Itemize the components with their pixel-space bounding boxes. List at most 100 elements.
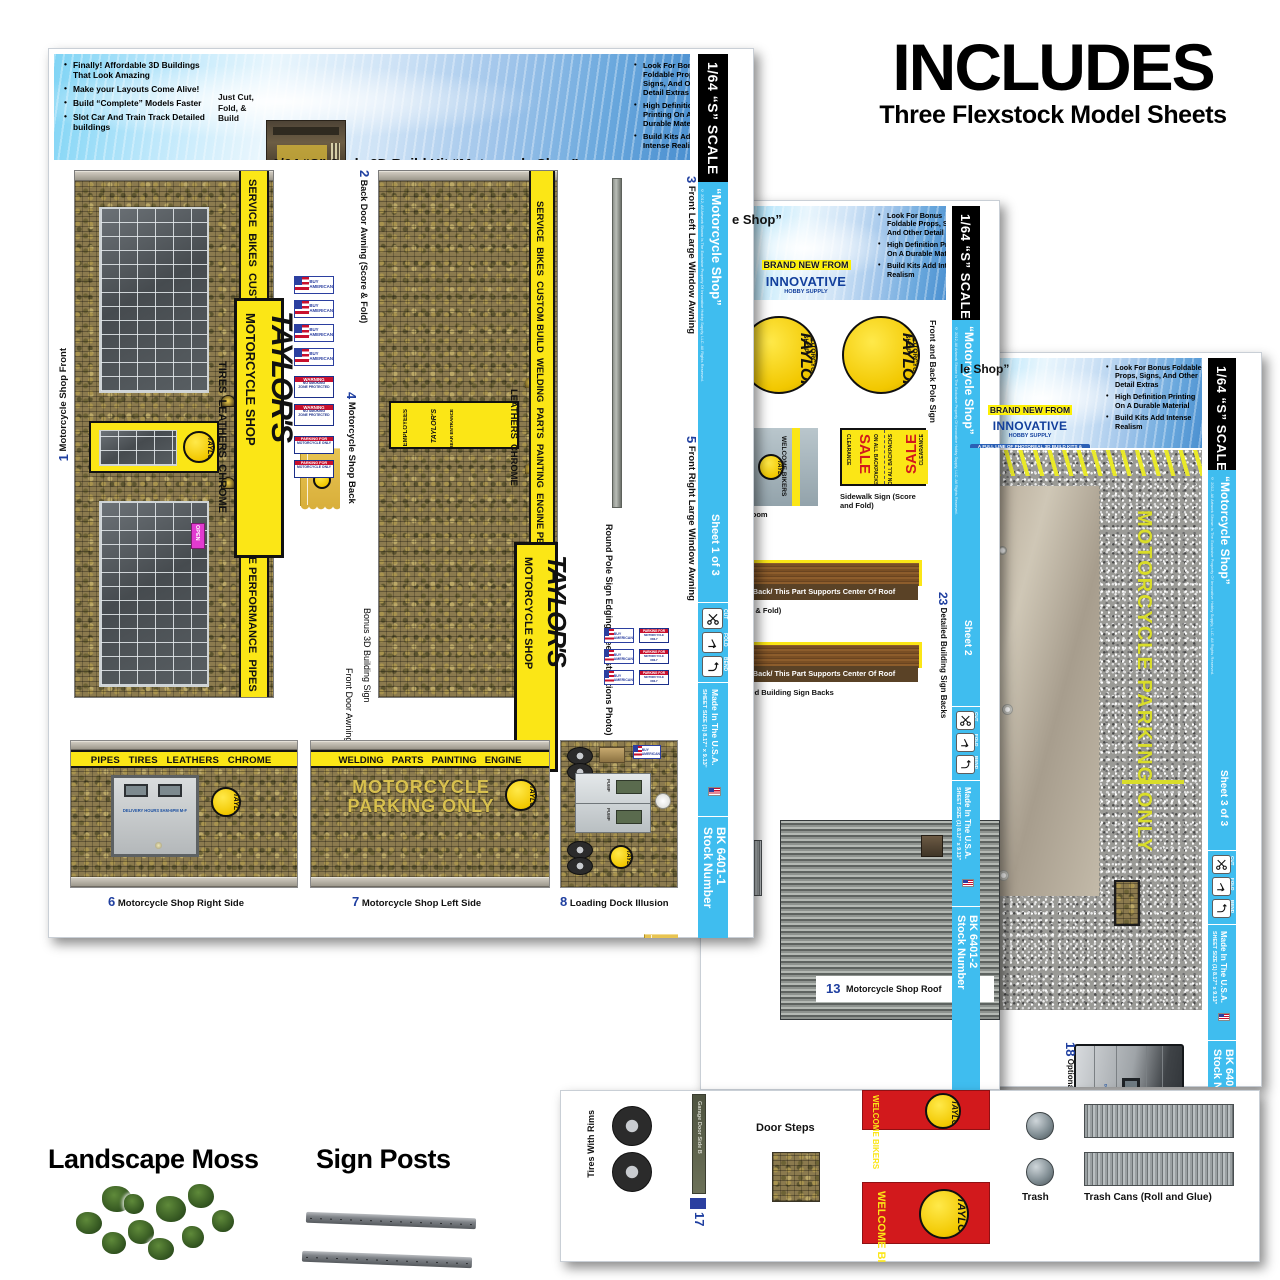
employees-arrow-text: EMPLOYEES xyxy=(403,409,409,447)
part-17-number: 17 xyxy=(692,1212,707,1227)
trash-cans-label: Trash Cans (Roll and Glue) xyxy=(1084,1192,1212,1203)
sheet-3-bullets: Look For Bonus Foldable Props, Signs, An… xyxy=(1106,363,1202,435)
part-4-label: 4 Motorcycle Shop Back xyxy=(344,392,359,504)
rear-entrance-door: EMPLOYEES TAYLOR'S REAR ENTRANCE xyxy=(389,401,519,449)
us-flag-icon-2 xyxy=(962,879,974,887)
sign-post-1 xyxy=(305,1211,477,1230)
sign-back-caption-2: Back/ This Part Supports Center Of Roof xyxy=(730,666,918,682)
hobby-supply-2: HOBBY SUPPLY xyxy=(784,289,828,295)
part-6-badge: TAYLOR'S xyxy=(211,787,241,817)
parking-paint-text: MOTORCYCLE PARKING ONLY xyxy=(1133,510,1155,854)
cut-fold-bend-1: CUT FOLD BEND xyxy=(698,602,728,682)
buy-american-sticker-7: BUY AMERICAN xyxy=(604,670,634,685)
part-3-label: 3 Front Left Large Window Awning xyxy=(684,176,699,335)
bullet-3-1: High Definition Printing On A Durable Ma… xyxy=(1106,392,1202,410)
product-name-1: “Motorcycle Shop” xyxy=(709,188,724,306)
sheet-info-3: SHEET SIZE (1) 8.17ʺ x 9.13ʺ Made In The… xyxy=(1208,924,1236,1040)
tires-with-rims-label: Tires With Rims xyxy=(586,1110,596,1178)
sign-posts-group: Sign Posts xyxy=(301,1144,486,1269)
sheet-3-rail: © 2012, All Artwork Shown Is The Exclusi… xyxy=(1208,470,1236,1087)
sheet-size-3: SHEET SIZE (1) 8.17ʺ x 9.13ʺ xyxy=(1211,931,1217,1005)
model-sheet-3[interactable]: le Shop” BRAND NEW FROM INNOVATIVE HOBBY… xyxy=(952,352,1262,1087)
parking-sticker-2: PARKING FOR MOTORCYCLE ONLY xyxy=(294,460,334,478)
cut-fold-bend-3: CUT FOLD BEND xyxy=(1208,850,1236,924)
sheet-1-banner: Finally! Affordable 3D Buildings That Lo… xyxy=(54,54,690,160)
sheet-3-brick-patch xyxy=(1114,880,1140,926)
bend-icon xyxy=(1217,903,1227,913)
bullet-1-0: Finally! Affordable 3D Buildings That Lo… xyxy=(64,59,214,80)
bullet-3-2: Build Kits Add Intense Realism xyxy=(1106,413,1202,431)
model-sheet-1[interactable]: Finally! Affordable 3D Buildings That Lo… xyxy=(48,48,754,938)
bullet-3-0: Look For Bonus Foldable Props, Signs, An… xyxy=(1106,363,1202,389)
just-cut-fold-build: Just Cut, Fold, & Build xyxy=(218,92,254,123)
sign-back-caption-1: Back/ This Part Supports Center Of Roof xyxy=(730,584,918,600)
landscape-moss-title: Landscape Moss xyxy=(48,1144,259,1174)
trash-can-piece-2 xyxy=(1084,1152,1234,1186)
welcome-sign-badge: TAYLOR'S xyxy=(919,1189,969,1239)
bullet-1-2: Build “Complete” Models Faster xyxy=(64,97,214,108)
part-2-label: 2 Back Door Awning (Score & Fold) xyxy=(357,170,372,324)
welcome-text: WELCOME BIKERS xyxy=(875,1191,887,1262)
bullet-1-1: Make your Layouts Come Alive! xyxy=(64,83,214,94)
bonus-3d-sign-label: Bonus 3D Building Sign xyxy=(362,608,372,703)
bend-icon xyxy=(707,661,719,671)
sticker-column: BUY AMERICAN BUY AMERICAN BUY AMERICAN B… xyxy=(294,276,336,478)
parking-only-wall-text: MOTORCYCLE PARKING ONLY xyxy=(347,777,495,816)
bullet-1-3: Slot Car And Train Track Detailed buildi… xyxy=(64,111,214,132)
sheet-2-bullets: Look For Bonus Foldable Props, Signs, An… xyxy=(878,211,946,283)
bend-icon xyxy=(961,759,971,769)
includes-title: INCLUDES xyxy=(892,30,1215,104)
sheet-info-1: SHEET SIZE (1) 8.17ʺ x 9.13ʺ Made In The… xyxy=(698,682,728,816)
taylors-sub-text: MOTORCYCLE SHOP xyxy=(243,313,258,446)
sidewalk-sign-group: CLEARANCE SALE ON ALL BACKPACKS ON ALL B… xyxy=(840,428,928,486)
buy-american-sticker-2: BUY AMERICAN xyxy=(294,300,334,318)
sign-post-2 xyxy=(301,1250,473,1269)
scale-tab-1: 1/64 “S” SCALE xyxy=(698,54,728,182)
made-in-usa-1: Made In The U.S.A. xyxy=(710,689,720,766)
parking-stall-line xyxy=(1122,780,1184,784)
front-door-badge: TAYLOR'S xyxy=(183,431,215,463)
bullet-2-0: Look For Bonus Foldable Props, Signs, An… xyxy=(878,211,946,237)
open-sign-icon: OPEN xyxy=(191,523,205,549)
bullet-1r-0: Look For Bonus Foldable Props, Signs, An… xyxy=(634,61,690,98)
parking-sticker-1: PARKING FOR MOTORCYCLE ONLY xyxy=(294,436,334,454)
bullet-2-2: Build Kits Add Intense Realism xyxy=(878,261,946,279)
sheet-label-3: Sheet 3 of 3 xyxy=(1218,770,1229,827)
moss-cluster xyxy=(72,1180,272,1270)
sheet-2-rail: © 2012, All Artwork Shown Is The Exclusi… xyxy=(952,320,980,1090)
bullet-1r-2: Build Kits Add Intense Realism xyxy=(634,132,690,151)
front-back-pole-sign-label: Front and Back Pole Sign xyxy=(928,320,938,423)
cut-fold-bend-2: CUT FOLD BEND xyxy=(952,706,980,780)
front-door-awning-label: Front Door Awning xyxy=(344,668,354,743)
front-entry-door: TAYLOR'S xyxy=(89,421,219,473)
part-4-shop-back: EMPLOYEES TAYLOR'S REAR ENTRANCE SERVICE… xyxy=(378,170,558,698)
taylors-brand-text: TAYLOR'S xyxy=(265,311,298,442)
parking-hatch-stripes xyxy=(982,450,1202,476)
delivery-hours-text: DELIVERY HOURS 8AM-6PM M-F xyxy=(122,808,188,813)
sheet-3-title-fragment: le Shop” xyxy=(960,362,1010,376)
garage-door-window-1 xyxy=(1122,1078,1140,1087)
trash-pile-icon-2 xyxy=(1026,1158,1054,1186)
us-flag-icon-1 xyxy=(708,787,721,796)
parking-sticker-4: PARKING FOR MOTORCYCLE ONLY xyxy=(639,649,669,664)
illusion-room-badge: TAYLOR'S xyxy=(758,454,784,480)
part-3-window-awning xyxy=(644,934,678,938)
model-sheet-extras[interactable]: Tires With Rims Garage Door Side B 17 Do… xyxy=(560,1090,1260,1262)
dock-clock-icon xyxy=(655,793,671,809)
copyright-3: © 2012, All Artwork Shown Is The Exclusi… xyxy=(1210,476,1215,676)
stock-number-3: Stock Number BK 6401-3 xyxy=(1208,1040,1236,1087)
part-8-loading-dock: BUY AMERICAN PUMP PUMP TAYLOR'S xyxy=(560,740,678,888)
no-smoking-sticker-1: WARNING NO SMOKING ZONE PROTECTED xyxy=(294,376,334,398)
sidewalk-sign-label: Sidewalk Sign (Score and Fold) xyxy=(840,492,916,510)
dock-buy-american-sticker: BUY AMERICAN xyxy=(633,745,661,759)
tire-icon-1 xyxy=(612,1106,652,1146)
sheet-1-right-bullets: Look For Bonus Foldable Props, Signs, An… xyxy=(634,61,690,155)
kit-title: 1/64 “S” Scale 3D Build Kit “Motorcycle … xyxy=(272,157,690,161)
part-1-label: 1 Motorcycle Shop Front xyxy=(56,348,71,462)
sheet-info-2: SHEET SIZE (1) 8.17ʺ x 9.13ʺ Made In The… xyxy=(952,780,980,906)
fold-icon xyxy=(961,739,969,748)
taylors-back-sign: TAYLOR'S MOTORCYCLE SHOP xyxy=(514,542,572,772)
innovative-3: INNOVATIVE xyxy=(992,419,1068,433)
buy-american-sticker-1: BUY AMERICAN xyxy=(294,276,334,294)
rear-entrance-text: REAR ENTRANCE xyxy=(449,409,454,449)
